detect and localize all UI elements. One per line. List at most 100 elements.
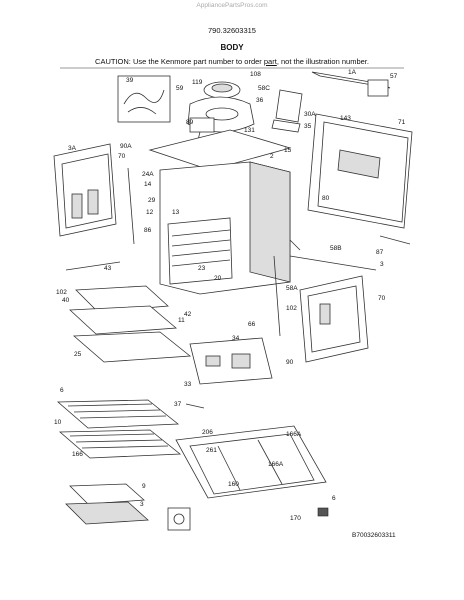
part-89-bracket[interactable]: [189, 117, 215, 133]
callout-label: 58C: [258, 85, 270, 92]
caution-suffix: , not the illustration number.: [276, 57, 369, 66]
callout-label: 58B: [330, 245, 342, 252]
callout-label: 143: [340, 115, 351, 122]
part-57-vent[interactable]: [367, 79, 389, 97]
part-33-window-1: [205, 355, 221, 367]
callout-label: 1A: [348, 69, 357, 76]
wire-harness-inset[interactable]: [117, 75, 171, 123]
left-side-panel[interactable]: [53, 143, 117, 237]
callout-label: 71: [398, 119, 406, 126]
drawer-frame[interactable]: [175, 425, 327, 499]
part-58A-trim[interactable]: [273, 255, 281, 337]
section-title: BODY: [220, 43, 244, 52]
part-58B-trim[interactable]: [289, 239, 301, 251]
callout-label: 36: [256, 97, 264, 104]
callout-label: 58A: [286, 285, 298, 292]
part-170-bracket[interactable]: [317, 507, 329, 517]
callout-label: 30A: [304, 111, 316, 118]
left-panel-window-2: [87, 189, 99, 215]
callout-label: 24A: [142, 171, 154, 178]
right-side-panel[interactable]: [299, 275, 369, 363]
callout-label: 20: [214, 275, 222, 282]
part-33-lower-panel[interactable]: [189, 337, 273, 385]
callout-label: 160: [228, 481, 239, 488]
callout-label: 3: [380, 261, 384, 268]
broil-pan-grid[interactable]: [69, 483, 145, 505]
callout-label: 66: [248, 321, 256, 328]
watermark: AppliancePartsPros.com: [196, 2, 268, 9]
rack-guides: [171, 229, 231, 267]
part-166A-slide-right[interactable]: [257, 439, 283, 485]
part-166A-slide-left[interactable]: [217, 445, 241, 491]
oven-rack-lower-wires: [69, 433, 169, 449]
oven-top-cover[interactable]: [148, 129, 292, 171]
callout-label: 33: [184, 381, 192, 388]
drawer-frame-inner: [189, 433, 315, 495]
fan-blade[interactable]: [205, 107, 239, 121]
left-side-panel-inner: [61, 153, 113, 229]
callout-label: 108: [250, 71, 261, 78]
part-42-tray[interactable]: [69, 305, 178, 335]
callout-label: 9: [142, 483, 146, 490]
callout-label: 86: [144, 227, 152, 234]
callout-label: 102: [56, 289, 67, 296]
callout-label: 25: [74, 351, 82, 358]
broil-pan[interactable]: [65, 501, 149, 525]
callout-label: 15: [284, 147, 292, 154]
rear-panel-cutout[interactable]: [337, 149, 381, 179]
callout-label: 11: [178, 317, 185, 324]
callout-label: 6: [60, 387, 64, 394]
part-36-duct[interactable]: [275, 89, 303, 123]
oven-rack-lower[interactable]: [58, 429, 182, 459]
right-side-panel-inner: [307, 285, 361, 353]
oven-cavity-side[interactable]: [249, 161, 291, 283]
callout-label: 14: [144, 181, 152, 188]
callout-label: 131: [244, 127, 255, 134]
part-90A-strip[interactable]: [127, 167, 135, 245]
rear-panel-inner[interactable]: [317, 121, 409, 223]
callout-label: 59: [176, 85, 184, 92]
part-37-screw[interactable]: [185, 403, 205, 409]
callout-label: 35: [304, 123, 312, 130]
part-3-rail[interactable]: [289, 255, 377, 271]
callout-label: 102: [286, 305, 297, 312]
part-87-rail[interactable]: [379, 235, 411, 245]
callout-label: 42: [184, 311, 192, 318]
part-13-bake-tray[interactable]: [75, 285, 169, 313]
callout-label: 29: [148, 197, 156, 204]
leveling-leg-inset[interactable]: [167, 507, 191, 531]
callout-label: 261: [206, 447, 217, 454]
callout-label: 89: [186, 119, 194, 126]
fan-motor-cap[interactable]: [211, 83, 233, 93]
callout-label: 3A: [68, 145, 77, 152]
callout-label: 39: [126, 77, 134, 84]
callout-label: 40: [62, 297, 70, 304]
callout-label: 206: [202, 429, 213, 436]
callout-label: 90A: [120, 143, 132, 150]
callout-label: 23: [198, 265, 206, 272]
callout-label: 6: [332, 495, 336, 502]
part-25-drawer-liner[interactable]: [72, 331, 192, 363]
oven-rack-upper[interactable]: [56, 399, 180, 429]
right-panel-window: [319, 303, 331, 325]
left-panel-window-1: [71, 193, 83, 219]
caution-text: CAUTION: Use the Kenmore part number to …: [0, 57, 464, 66]
callout-label: 34: [232, 335, 240, 342]
diagram-code: B70032603311: [352, 532, 396, 539]
wire-harness-part[interactable]: [123, 89, 165, 115]
caution-emph: part: [263, 57, 277, 66]
part-30A-bracket[interactable]: [271, 119, 301, 133]
oven-rack-upper-wires: [67, 403, 167, 419]
callout-label: 3: [140, 501, 144, 508]
callout-label: 90: [286, 359, 294, 366]
callout-label: 170: [290, 515, 301, 522]
callout-label: 70: [378, 295, 386, 302]
callout-label: 166: [72, 451, 83, 458]
leveling-leg[interactable]: [173, 513, 185, 525]
part-43-rail[interactable]: [65, 261, 121, 271]
callout-label: 87: [376, 249, 384, 256]
caution-prefix: CAUTION: Use the Kenmore part number to …: [95, 57, 264, 66]
callout-label: 57: [390, 73, 398, 80]
